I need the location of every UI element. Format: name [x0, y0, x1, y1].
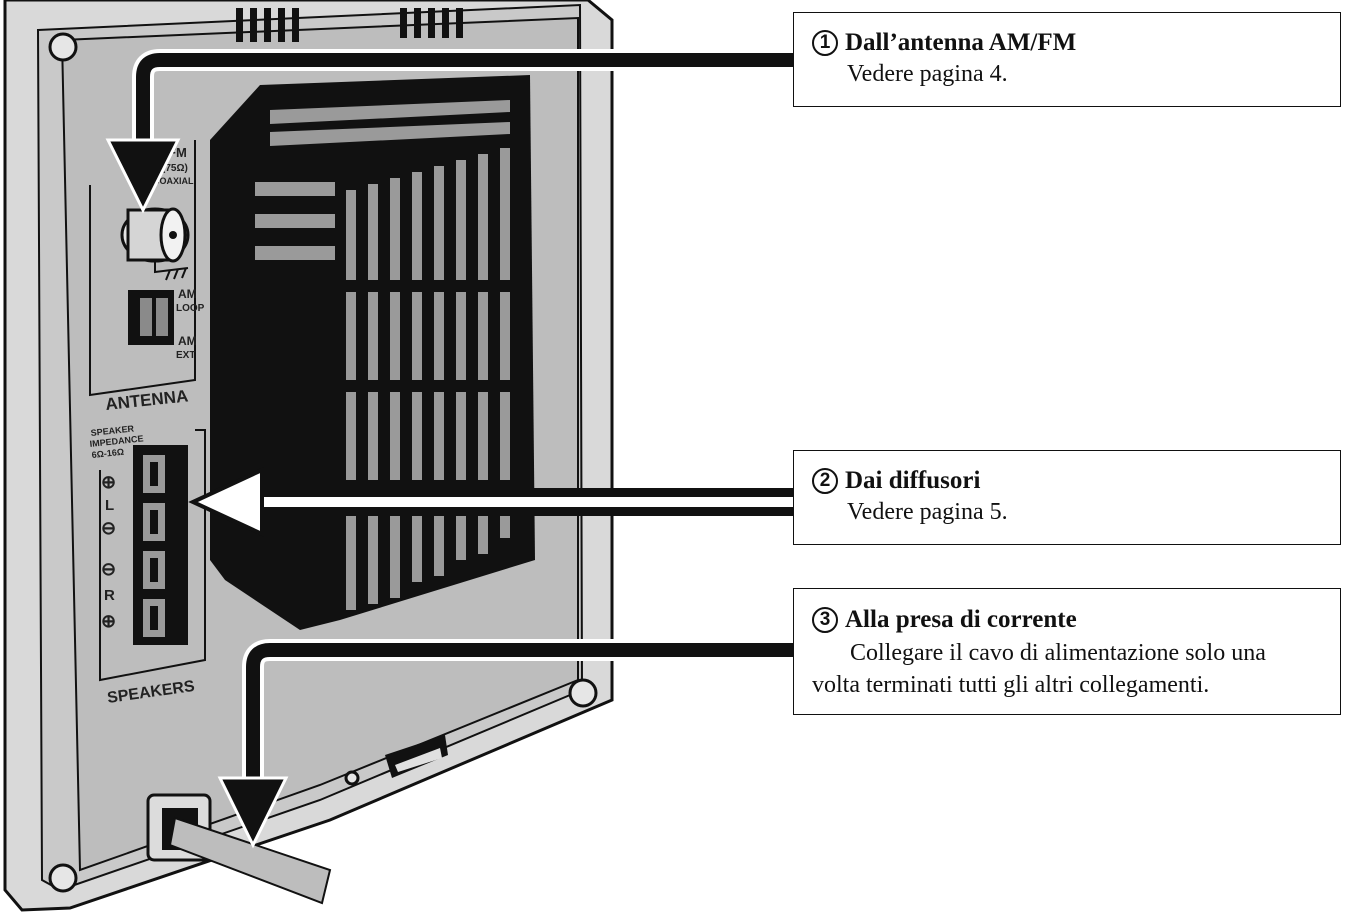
number-badge: 1: [812, 30, 838, 56]
callout-speakers: 2 Dai diffusori Vedere pagina 5.: [793, 450, 1341, 545]
bottom-slot: [385, 735, 448, 778]
antenna-section: [89, 140, 196, 397]
number-badge: 3: [812, 607, 838, 633]
number-badge: 2: [812, 468, 838, 494]
callout-antenna: 1 Dall’antenna AM/FM Vedere pagina 4.: [793, 12, 1341, 107]
heatsink-grille: [210, 75, 535, 630]
label-l-plus: ⊕: [101, 472, 116, 492]
screw-icon: [344, 770, 360, 786]
callout-text: Vedere pagina 5.: [847, 499, 1008, 525]
ground-icon: [154, 262, 189, 281]
label-coaxial: COAXIAL: [153, 176, 194, 186]
label-l: L: [105, 497, 114, 514]
callout-text-line: volta terminati tutti gli altri collegam…: [812, 672, 1210, 698]
screw-icon: [48, 863, 78, 893]
callout-title: Dall’antenna AM/FM: [845, 29, 1077, 56]
label-fm-ohm: (75Ω): [162, 163, 188, 174]
label-am-loop-2: LOOP: [176, 303, 205, 314]
arrow-power: [217, 639, 795, 849]
callout-title: Alla presa di corrente: [845, 606, 1077, 633]
callout-title: Dai diffusori: [845, 467, 981, 494]
fm-coaxial-connector: [120, 207, 190, 263]
label-l-minus: ⊖: [101, 518, 116, 538]
label-am-loop-1: AM: [178, 287, 197, 301]
am-terminal: [128, 290, 174, 345]
screw-icon: [48, 32, 78, 62]
callout-text-line: Collegare il cavo di alimentazione solo …: [850, 640, 1266, 666]
label-speaker-imp-3: 6Ω-16Ω: [91, 447, 124, 460]
label-r-plus: ⊕: [101, 611, 116, 631]
label-r: R: [104, 587, 115, 604]
top-vent: [236, 8, 463, 42]
screw-icons: [48, 32, 598, 893]
arrow-speakers: [188, 466, 795, 538]
label-am-ext-1: AM: [178, 334, 197, 348]
speaker-terminals: [133, 445, 188, 645]
label-r-minus: ⊖: [101, 559, 116, 579]
power-cable: [168, 816, 332, 905]
speaker-section: [99, 429, 206, 682]
arrow-antenna: [105, 49, 795, 214]
label-speaker-imp-1: SPEAKER: [90, 423, 135, 438]
callout-text: Vedere pagina 4.: [847, 61, 1008, 87]
label-am-ext-2: EXT: [176, 350, 195, 361]
screw-icon: [568, 678, 598, 708]
callout-power: 3 Alla presa di corrente Collegare il ca…: [793, 588, 1341, 715]
